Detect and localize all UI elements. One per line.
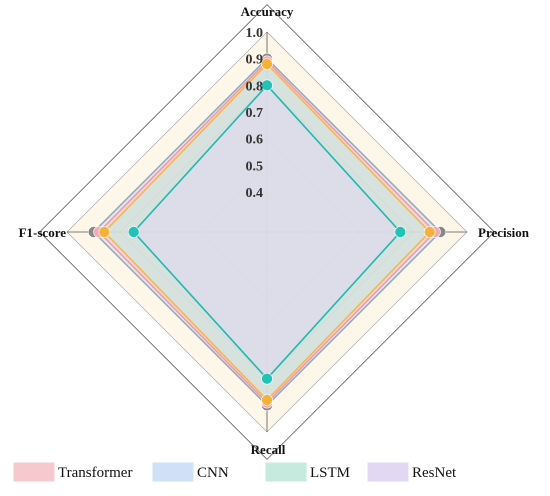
tick-label: 0.6	[246, 133, 264, 148]
grid-frame	[39, 4, 495, 460]
axis-label-f1-score: F1-score	[19, 225, 67, 240]
series-marker-resnet	[394, 226, 407, 238]
series-markers	[87, 52, 447, 412]
legend-swatch-resnet	[367, 462, 409, 482]
tick-label: 0.5	[246, 159, 264, 174]
series-marker-lstm	[423, 226, 436, 238]
legend-label-transformer: Transformer	[58, 465, 132, 481]
legend-swatch-cnn	[152, 462, 194, 482]
series-marker-lstm	[98, 226, 111, 238]
series-marker-resnet	[261, 79, 273, 92]
axis-label-accuracy: Accuracy	[241, 4, 294, 19]
series-marker-resnet	[127, 226, 140, 238]
legend-swatch-transformer	[13, 462, 55, 482]
axis-label-precision: Precision	[478, 225, 530, 240]
legend-label-resnet: ResNet	[412, 465, 457, 481]
legend: Transformer CNN LSTM ResNet	[13, 462, 457, 482]
axis-label-recall: Recall	[251, 442, 286, 457]
axis-labels: Accuracy Precision Recall F1-score	[19, 4, 530, 457]
radial-tick-labels: 0.4 0.5 0.6 0.7 0.8 0.9 1.0	[246, 26, 264, 201]
series-marker-lstm	[261, 58, 273, 70]
tick-label: 0.4	[246, 186, 264, 201]
series-marker-resnet	[261, 372, 273, 385]
legend-swatch-lstm	[265, 462, 307, 482]
legend-label-lstm: LSTM	[310, 465, 350, 481]
tick-label: 0.7	[246, 106, 264, 121]
tick-label: 0.8	[246, 79, 264, 94]
tick-label: 1.0	[246, 26, 264, 41]
series-marker-lstm	[261, 394, 273, 406]
legend-label-cnn: CNN	[197, 465, 229, 481]
tick-label: 0.9	[246, 53, 264, 68]
series-polygons	[92, 57, 442, 407]
